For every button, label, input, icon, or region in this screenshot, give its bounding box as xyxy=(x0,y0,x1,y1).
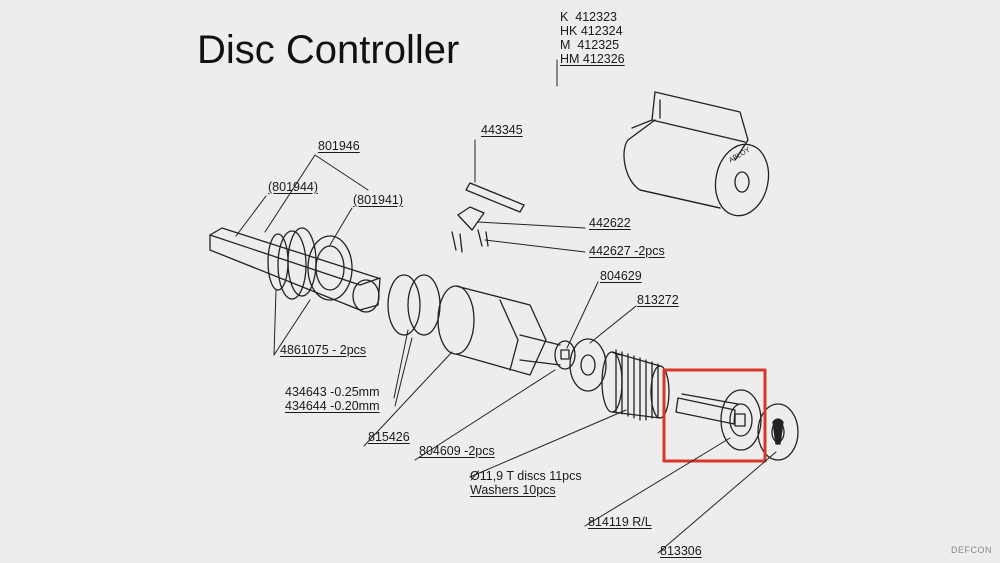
blade-part xyxy=(451,182,525,253)
highlight-box xyxy=(662,368,767,463)
washer-804629 xyxy=(554,340,576,370)
washer-813272 xyxy=(569,338,607,392)
label-443345: 443345 xyxy=(481,123,523,137)
spring-rings xyxy=(387,274,441,336)
label-814119: 814119 R/L xyxy=(588,515,652,529)
face-plate xyxy=(757,403,799,461)
label-815426: 815426 xyxy=(368,430,410,444)
label-813272: 813272 xyxy=(637,293,679,307)
label-801946: 801946 xyxy=(318,139,360,153)
label-434643: 434643 -0.25mm xyxy=(285,385,380,399)
label-discs: Ø11,9 T discs 11pcs xyxy=(470,469,582,483)
variant-list: K 412323 HK 412324 M 412325 HM 412326 xyxy=(560,10,625,66)
watermark: DEFCON xyxy=(951,545,992,555)
variant-k: K 412323 xyxy=(560,10,617,24)
disc-stack xyxy=(601,349,670,421)
retaining-rings xyxy=(267,227,353,301)
label-442622: 442622 xyxy=(589,216,631,230)
label-804629: 804629 xyxy=(600,269,642,283)
key-plug xyxy=(675,389,762,451)
label-washers: Washers 10pcs xyxy=(470,483,556,497)
variant-hk: HK 412324 xyxy=(560,24,623,38)
label-801944: (801944) xyxy=(268,180,319,194)
label-434644: 434644 -0.20mm xyxy=(285,399,380,413)
label-813306: 813306 xyxy=(660,544,702,558)
sleeve xyxy=(437,285,561,376)
shaft xyxy=(209,227,381,313)
diagram-title: Disc Controller xyxy=(197,28,460,72)
label-804609: 804609 -2pcs xyxy=(419,444,495,458)
label-4861075: 4861075 - 2pcs xyxy=(280,343,367,357)
variant-m: M 412325 xyxy=(560,38,620,52)
label-801941: (801941) xyxy=(353,193,404,207)
lock-cylinder xyxy=(623,91,770,217)
leader-lines xyxy=(235,59,777,554)
variant-hm: HM 412326 xyxy=(560,52,625,66)
label-442627: 442627 -2pcs xyxy=(589,244,665,258)
